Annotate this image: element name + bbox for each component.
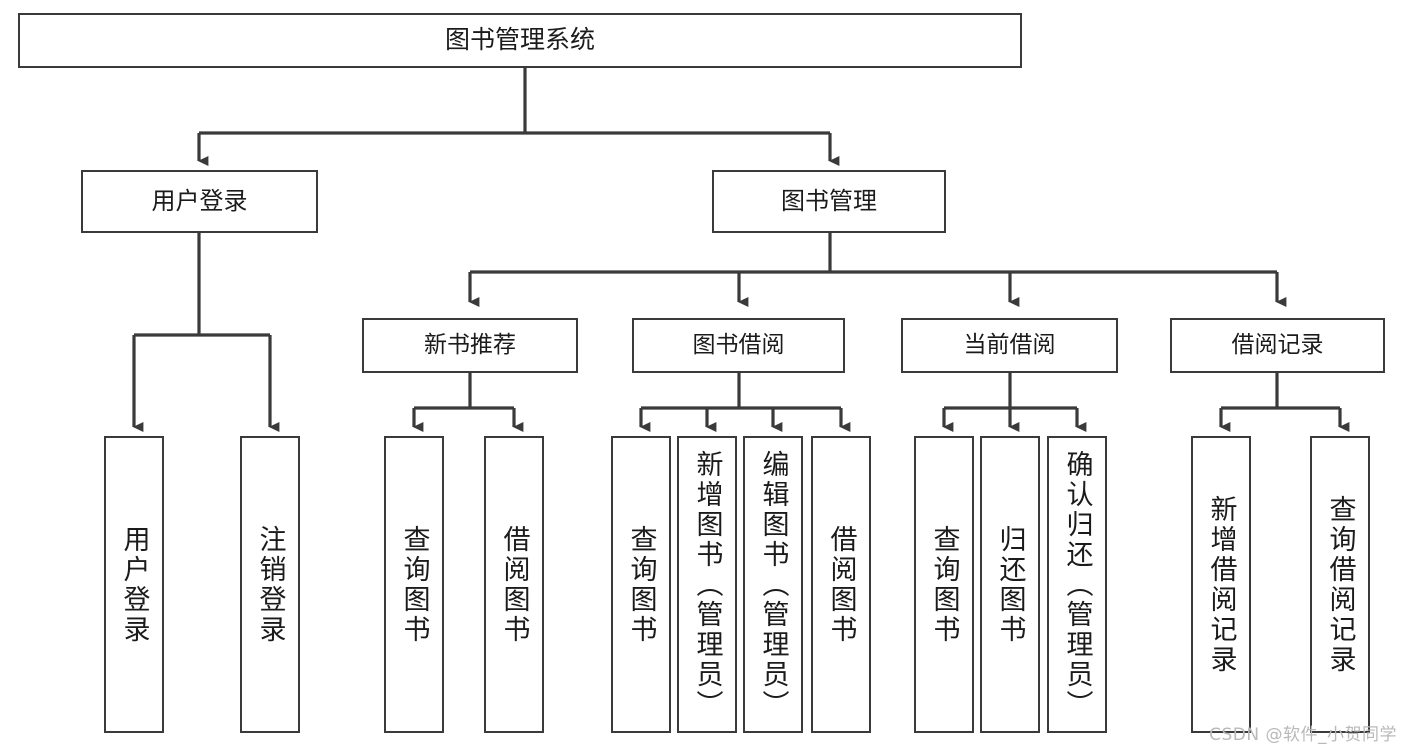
leaf-query-book-2-label: 查询图书 [625, 524, 657, 645]
leaf-return-book-label: 归还图书 [994, 524, 1026, 645]
leaf-borrow-book-1-label: 借阅图书 [498, 524, 530, 645]
node-borrow-record[interactable]: 借阅记录 [1170, 318, 1385, 373]
leaf-query-book-3-label: 查询图书 [928, 524, 960, 645]
leaf-query-book-1-label: 查询图书 [398, 524, 430, 645]
leaf-user-login-label: 用户登录 [118, 524, 150, 645]
node-user-login-label: 用户登录 [151, 186, 248, 215]
leaf-borrow-book-1[interactable]: 借阅图书 [484, 436, 544, 733]
node-new-book-recommend-label: 新书推荐 [424, 332, 516, 359]
leaf-query-book-2[interactable]: 查询图书 [611, 436, 671, 733]
leaf-add-record-label: 新增借阅记录 [1205, 494, 1237, 675]
leaf-logout[interactable]: 注销登录 [240, 436, 300, 733]
node-user-login[interactable]: 用户登录 [81, 170, 318, 233]
leaf-query-book-1[interactable]: 查询图书 [384, 436, 444, 733]
leaf-logout-label: 注销登录 [254, 524, 286, 645]
node-current-borrow-label: 当前借阅 [963, 332, 1056, 359]
node-borrow-record-label: 借阅记录 [1231, 332, 1324, 359]
node-book-borrow[interactable]: 图书借阅 [632, 318, 845, 373]
leaf-user-login[interactable]: 用户登录 [104, 436, 164, 733]
node-root-label: 图书管理系统 [444, 25, 595, 55]
leaf-add-book-label: 新增图书（管理员） [691, 449, 723, 720]
leaf-query-record[interactable]: 查询借阅记录 [1310, 436, 1370, 733]
leaf-return-book[interactable]: 归还图书 [980, 436, 1040, 733]
leaf-query-book-3[interactable]: 查询图书 [914, 436, 974, 733]
leaf-confirm-return-label: 确认归还（管理员） [1061, 449, 1093, 720]
leaf-edit-book[interactable]: 编辑图书（管理员） [743, 436, 803, 733]
leaf-add-book[interactable]: 新增图书（管理员） [677, 436, 737, 733]
leaf-confirm-return[interactable]: 确认归还（管理员） [1047, 436, 1107, 733]
leaf-query-record-label: 查询借阅记录 [1324, 494, 1356, 675]
node-current-borrow[interactable]: 当前借阅 [901, 318, 1118, 373]
watermark: CSDN @软件_小贺同学 [1209, 725, 1397, 745]
leaf-borrow-book-2-label: 借阅图书 [825, 524, 857, 645]
node-new-book-recommend[interactable]: 新书推荐 [362, 318, 578, 373]
node-book-manage[interactable]: 图书管理 [712, 170, 946, 233]
leaf-edit-book-label: 编辑图书（管理员） [757, 449, 789, 720]
node-root[interactable]: 图书管理系统 [18, 13, 1022, 68]
leaf-add-record[interactable]: 新增借阅记录 [1191, 436, 1251, 733]
node-book-borrow-label: 图书借阅 [692, 332, 785, 359]
node-book-manage-label: 图书管理 [781, 186, 877, 215]
leaf-borrow-book-2[interactable]: 借阅图书 [811, 436, 871, 733]
